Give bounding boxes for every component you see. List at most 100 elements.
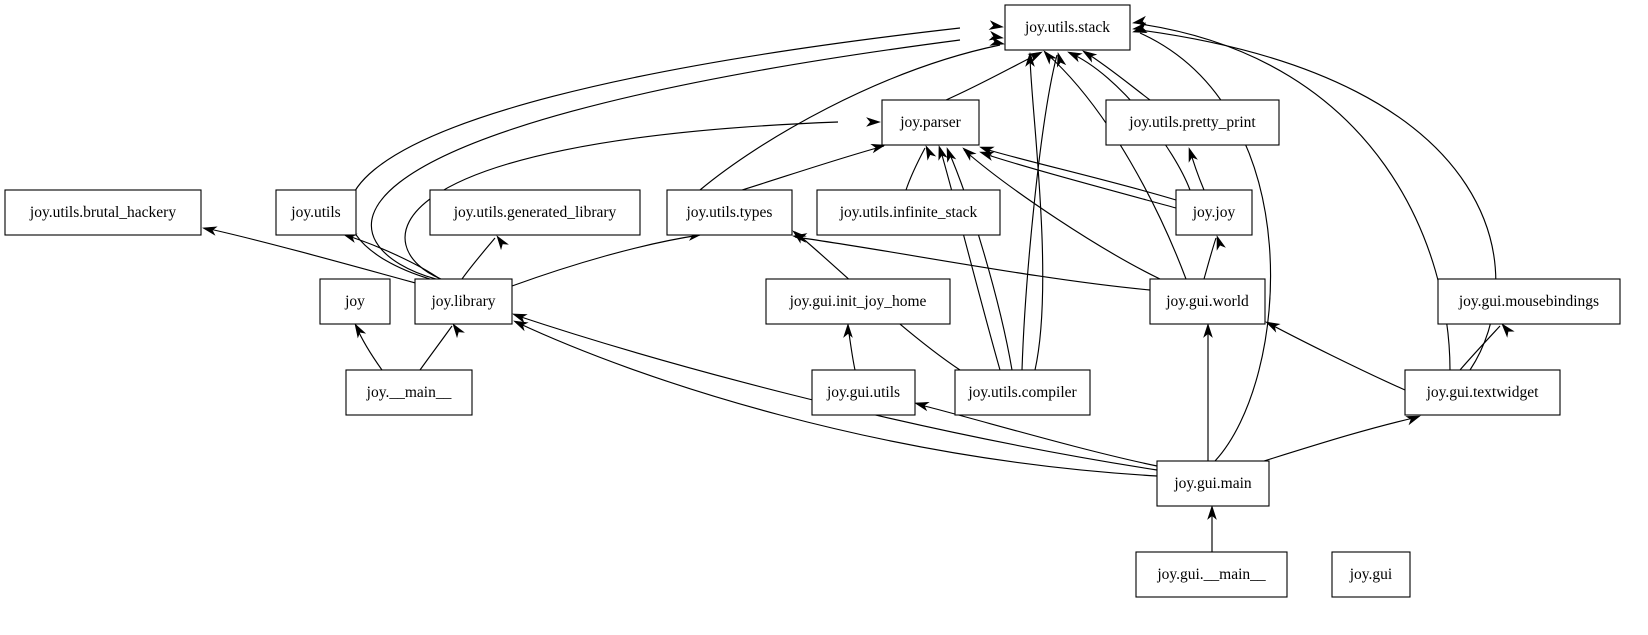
node-box[interactable] [811, 369, 916, 416]
edge-line [1021, 54, 1058, 371]
node-label: joy.utils.generated_library [453, 204, 617, 221]
node-joy.joy[interactable]: joy.joy [1175, 189, 1253, 236]
node-joy.gui.init_joy_home[interactable]: joy.gui.init_joy_home [765, 278, 951, 325]
edge-joy.library-to-joy.utils.stack [370, 30, 1004, 280]
arrowhead-icon [1027, 51, 1043, 63]
node-joy.parser[interactable]: joy.parser [881, 99, 980, 146]
arrowhead-icon [1025, 52, 1035, 67]
edge-line [347, 27, 961, 280]
node-joy[interactable]: joy [319, 278, 391, 325]
edge-line [515, 321, 1158, 477]
node-joy.gui.world[interactable]: joy.gui.world [1149, 278, 1266, 325]
node-joy.utils.generated_library[interactable]: joy.utils.generated_library [429, 189, 641, 236]
edge-line [370, 39, 961, 280]
node-box[interactable] [666, 189, 793, 236]
arrowhead-icon [1216, 235, 1226, 251]
edge-joy.gui.world-to-joy.utils.types [792, 233, 1151, 291]
arrowhead-icon [1132, 23, 1148, 34]
edge-line [939, 147, 1001, 371]
node-box[interactable] [765, 278, 951, 325]
node-joy.utils.compiler[interactable]: joy.utils.compiler [954, 369, 1091, 416]
edge-joy.gui.main-to-joy.library [512, 313, 1158, 471]
edge-line [461, 237, 496, 280]
node-box[interactable] [4, 189, 202, 236]
edge-line [699, 44, 1001, 191]
node-joy.gui.textwidget[interactable]: joy.gui.textwidget [1404, 369, 1561, 416]
edge-line [963, 149, 1161, 280]
node-box[interactable] [429, 189, 641, 236]
edge-joy.utils.compiler-to-joy.utils.stack [1025, 52, 1044, 371]
edge-line [1459, 325, 1501, 371]
node-box[interactable] [345, 369, 473, 416]
edge-joy.utils.infinite_stack-to-joy.parser [905, 145, 937, 191]
node-joy.gui.__main__[interactable]: joy.gui.__main__ [1135, 551, 1288, 598]
arrowhead-icon [512, 313, 528, 324]
arrowhead-icon [989, 36, 1005, 46]
edge-joy.library-to-joy.utils.stack [347, 20, 1004, 280]
node-joy.utils.infinite_stack[interactable]: joy.utils.infinite_stack [816, 189, 1001, 236]
node-label: joy.utils.brutal_hackery [29, 204, 176, 221]
arrowhead-icon [1067, 51, 1083, 63]
edge-joy.gui.world-to-joy.joy [1203, 235, 1226, 280]
edge-joy.gui.main-to-joy.utils.stack [1132, 23, 1272, 462]
node-label: joy.gui.mousebindings [1458, 293, 1599, 310]
edges-layer [202, 15, 1515, 552]
edge-line [514, 314, 1158, 471]
node-box[interactable] [319, 278, 391, 325]
node-label: joy.gui [1349, 566, 1393, 583]
edge-line [344, 234, 441, 280]
node-box[interactable] [954, 369, 1091, 416]
node-box[interactable] [275, 189, 357, 236]
nodes-layer: joy.utils.stack joy.parser joy.utils.prett… [4, 4, 1621, 598]
node-box[interactable] [881, 99, 980, 146]
node-box[interactable] [1135, 551, 1288, 598]
arrowhead-icon [866, 117, 881, 127]
arrowhead-icon [354, 323, 367, 339]
node-box[interactable] [1437, 278, 1621, 325]
edge-joy.utils.compiler-to-joy.parser [938, 145, 1001, 371]
node-joy.gui.utils[interactable]: joy.gui.utils [811, 369, 916, 416]
edge-joy.gui.utils-to-joy.gui.init_joy_home [843, 323, 856, 371]
node-joy.gui[interactable]: joy.gui [1331, 551, 1411, 598]
edge-line [981, 147, 1177, 201]
node-box[interactable] [1004, 4, 1131, 51]
node-joy.utils[interactable]: joy.utils [275, 189, 357, 236]
node-joy.gui.mousebindings[interactable]: joy.gui.mousebindings [1437, 278, 1621, 325]
node-joy.utils.stack[interactable]: joy.utils.stack [1004, 4, 1131, 51]
node-joy.utils.brutal_hackery[interactable]: joy.utils.brutal_hackery [4, 189, 202, 236]
node-box[interactable] [1149, 278, 1266, 325]
edge-joy.utils.pretty_print-to-joy.utils.stack [1082, 50, 1151, 101]
edge-line [945, 52, 1041, 101]
node-joy.utils.pretty_print[interactable]: joy.utils.pretty_print [1105, 99, 1280, 146]
arrowhead-icon [914, 401, 930, 412]
node-label: joy.utils.types [686, 204, 773, 221]
edge-joy.library-to-joy.utils.types [511, 231, 703, 287]
edge-joy.gui.textwidget-to-joy.gui.mousebindings [1459, 323, 1515, 371]
node-box[interactable] [1331, 551, 1411, 598]
edge-line [1139, 32, 1272, 462]
node-box[interactable] [1105, 99, 1280, 146]
arrowhead-icon [1265, 321, 1281, 333]
edge-joy.__main__-to-joy [354, 323, 383, 371]
arrowhead-icon [1405, 415, 1421, 426]
node-box[interactable] [1404, 369, 1561, 416]
node-joy.utils.types[interactable]: joy.utils.types [666, 189, 793, 236]
node-joy.library[interactable]: joy.library [414, 278, 513, 325]
node-joy.gui.main[interactable]: joy.gui.main [1156, 460, 1270, 507]
node-box[interactable] [1175, 189, 1253, 236]
node-box[interactable] [414, 278, 513, 325]
node-label: joy.library [431, 293, 496, 310]
edge-line [1267, 322, 1406, 391]
edge-line [741, 145, 885, 191]
node-box[interactable] [1156, 460, 1270, 507]
edge-line [794, 236, 1151, 291]
node-label: joy.utils.infinite_stack [839, 204, 978, 221]
node-joy.__main__[interactable]: joy.__main__ [345, 369, 473, 416]
arrowhead-icon [962, 147, 977, 161]
arrowhead-icon [1501, 323, 1515, 338]
node-label: joy.parser [899, 114, 961, 131]
node-label: joy.utils.compiler [967, 384, 1077, 401]
edge-line [916, 403, 1158, 467]
node-box[interactable] [816, 189, 1001, 236]
arrowhead-icon [1188, 147, 1198, 163]
